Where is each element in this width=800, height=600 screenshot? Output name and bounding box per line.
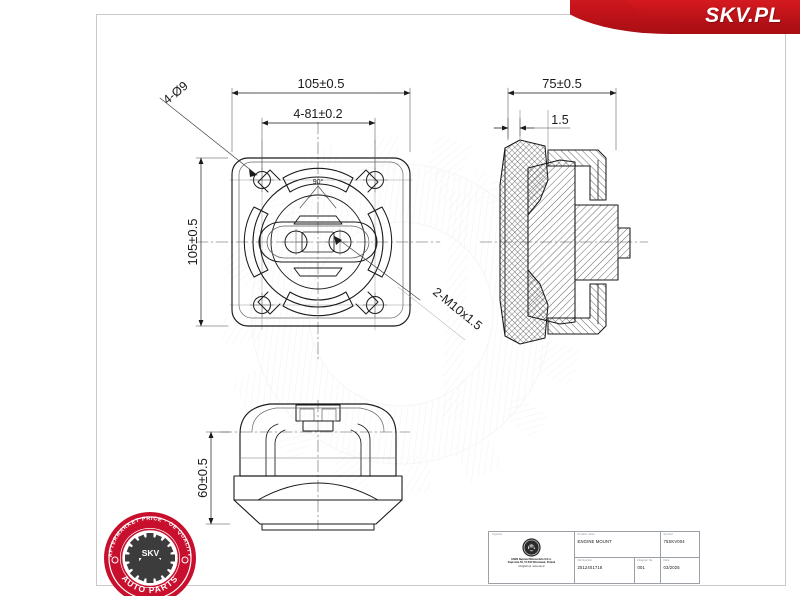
title-block-importer-cell: Importer SKV ESEN Naprawi Miłosierdzia S…	[489, 532, 575, 583]
seal-center-label: SKV	[142, 548, 160, 558]
symbol-value: 75SKV004	[663, 538, 685, 544]
company-address: Paprotnia 59, 57-500 Włoclawek, Poland	[507, 561, 556, 565]
product-name-caption: Product name	[577, 532, 595, 536]
symbol-caption: Symbol	[663, 532, 673, 536]
diagram-no-cell: Diagram No. 001	[635, 558, 661, 583]
product-name-value: ENGINE MOUNT	[577, 538, 612, 544]
diagram-no-caption: Diagram No.	[637, 558, 654, 562]
oe-number-value: 2512401718	[577, 564, 603, 570]
drawing-frame	[96, 14, 786, 586]
symbol-cell: Symbol 75SKV004	[661, 532, 699, 557]
importer-caption: Importer	[492, 533, 503, 536]
oe-number-caption: OE Number	[577, 558, 593, 562]
svg-text:SKV: SKV	[530, 546, 534, 548]
title-block-fields: Product name ENGINE MOUNT Symbol 75SKV00…	[575, 532, 699, 583]
date-value: 03/2025	[663, 564, 680, 570]
skv-seal-logo-small: SKV	[522, 538, 541, 557]
company-name: ESEN Naprawi Miłosierdzia S.K.A.	[511, 557, 552, 561]
quality-seal-badge: SKV AFTERMARKET PRICE · OE QUALITY AUTO …	[100, 508, 200, 596]
product-name-cell: Product name ENGINE MOUNT	[575, 532, 661, 557]
oe-number-cell: OE Number 2512401718	[575, 558, 635, 583]
title-block: Importer SKV ESEN Naprawi Miłosierdzia S…	[488, 531, 700, 584]
diagram-no-value: 001	[637, 564, 645, 570]
date-cell: Date 03/2025	[661, 558, 699, 583]
date-caption: Date	[663, 558, 670, 562]
company-block: ESEN Naprawi Miłosierdzia S.K.A. Paprotn…	[508, 558, 555, 569]
company-web: info@skv.pl, www.skv.pl	[518, 565, 545, 569]
